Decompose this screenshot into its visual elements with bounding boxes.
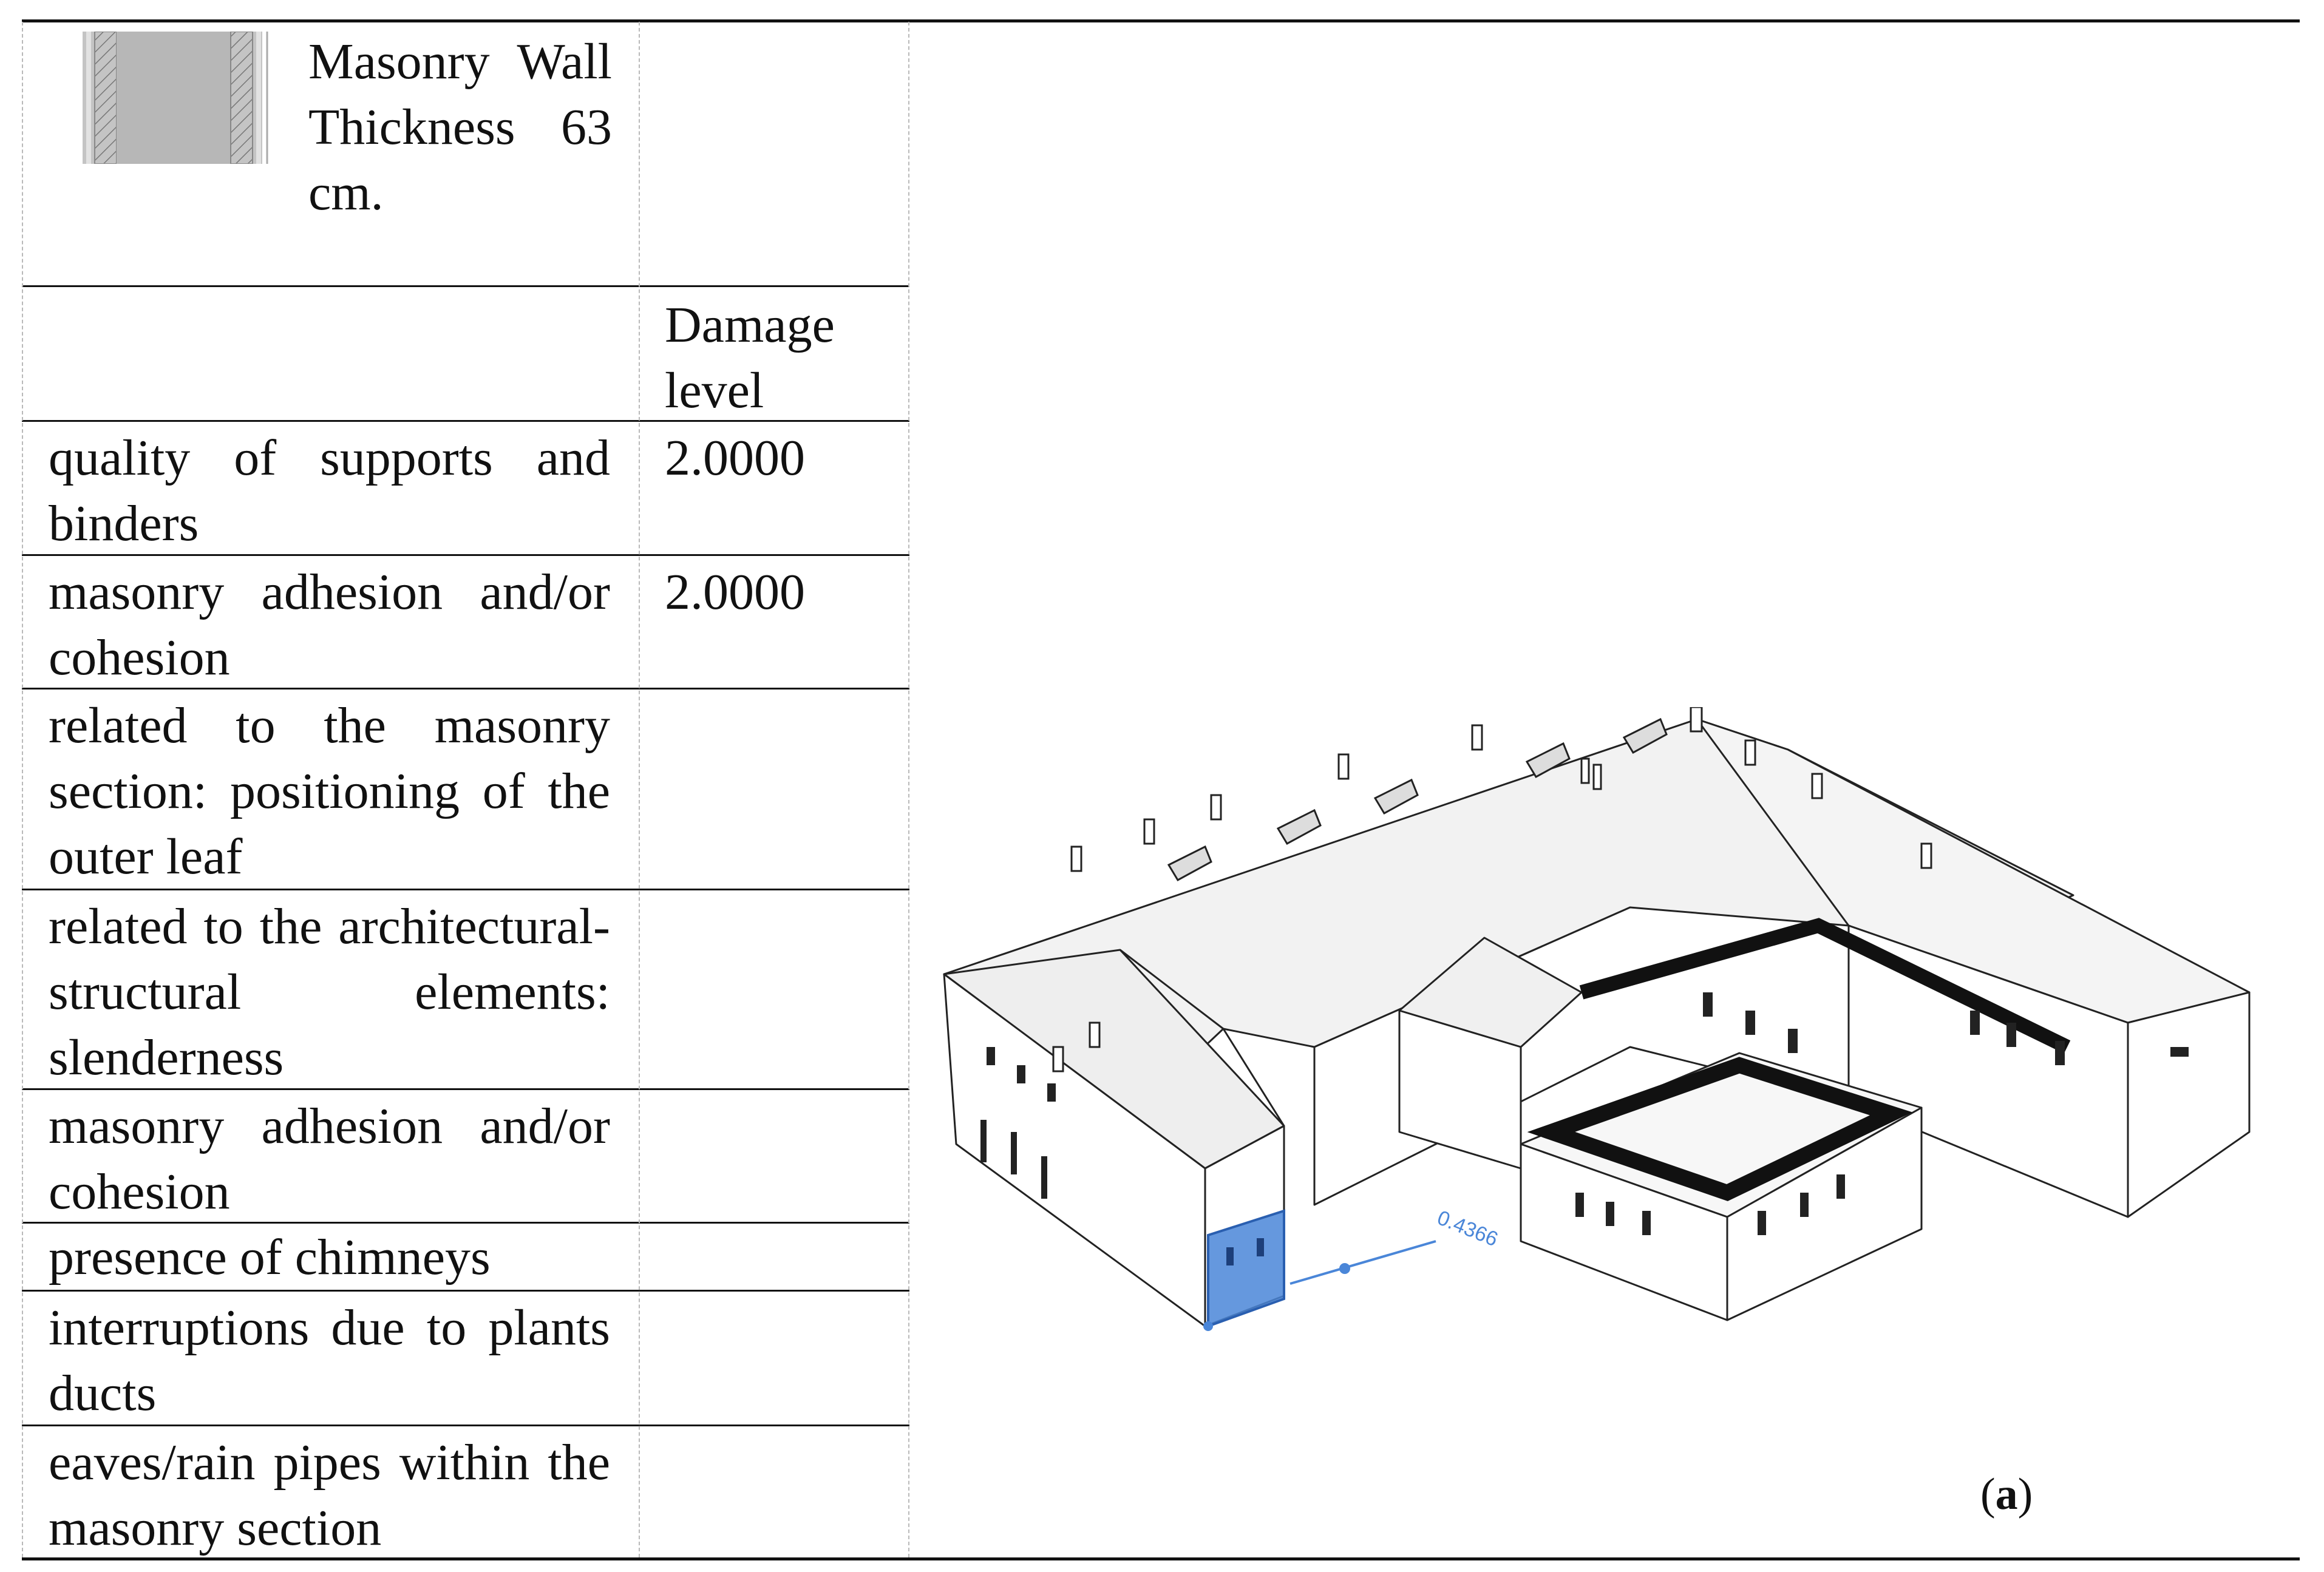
caption-letter: a — [1995, 1469, 2018, 1519]
column-divider — [639, 22, 640, 1557]
building-3d-model: 0.4366 — [943, 707, 2251, 1331]
dormers — [1167, 717, 1668, 882]
table-bottom-rule — [22, 1557, 2300, 1560]
figure-caption: (a) — [1980, 1464, 2033, 1525]
row-rule — [22, 889, 909, 890]
front-block-side — [1726, 1106, 1923, 1321]
row-rule — [22, 1290, 909, 1292]
row-label: masonry adhesion and/or cohesion — [49, 564, 610, 686]
row-label: related to the architectural-structural … — [49, 898, 610, 1086]
selected-wall-highlight — [1207, 1209, 1285, 1328]
row-value: 2.0000 — [665, 430, 805, 486]
column-divider — [908, 22, 909, 1557]
row-label: eaves/rain pipes within the masonry sect… — [49, 1434, 610, 1556]
row-rule — [22, 1088, 909, 1090]
row-rule — [22, 554, 909, 556]
right-wing-end-wall — [2127, 991, 2251, 1218]
row-rule — [22, 1222, 909, 1224]
row-label: interruptions due to plants ducts — [49, 1299, 610, 1421]
row-value: 2.0000 — [665, 564, 805, 620]
row-label: quality of supports and binders — [49, 430, 610, 552]
column-divider — [22, 22, 23, 1557]
damage-level-header: Damage level — [665, 297, 835, 419]
row-rule — [22, 285, 909, 287]
table-top-rule — [22, 19, 2300, 22]
masonry-wall-swatch — [83, 32, 268, 164]
chimneys — [1052, 707, 1932, 1072]
row-rule — [22, 1425, 909, 1426]
row-label: masonry adhesion and/or cohesion — [49, 1098, 610, 1220]
dimension-line — [1289, 1240, 1436, 1285]
selected-wall-windows — [1226, 1238, 1264, 1265]
windows — [980, 992, 2189, 1235]
row-rule — [22, 688, 909, 689]
row-label: related to the masonry section: position… — [49, 697, 610, 885]
row-label: presence of chimneys — [49, 1229, 491, 1286]
caption-close: ) — [2017, 1469, 2033, 1519]
material-label: Masonry Wall Thickness 63 cm. — [308, 33, 612, 221]
parapet-band — [1527, 1057, 1913, 1202]
row-rule — [22, 420, 909, 422]
dimension-tag: 0.4366 — [1434, 1206, 1501, 1251]
caption-open: ( — [1980, 1469, 1996, 1519]
balcony-band — [1579, 918, 2071, 1054]
